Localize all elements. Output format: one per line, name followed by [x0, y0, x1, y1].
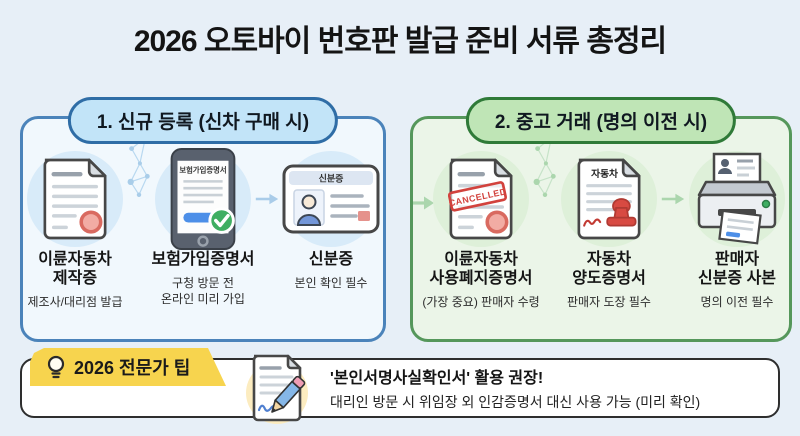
item-name: 판매자 신분증 사본 — [697, 251, 777, 287]
expert-tip-tab: 2026 전문가 팁 — [30, 348, 226, 386]
printer-icon — [697, 152, 777, 245]
tip-headline: '본인서명사실확인서' 활용 권장! — [330, 370, 544, 387]
item-name: 신분증 — [308, 251, 354, 268]
panel-used-trade-header: 2. 중고 거래 (명의 이전 시) — [465, 97, 737, 144]
stamped-doc-icon: 자동차 — [577, 158, 641, 240]
item-seller-id-copy: 판매자 신분증 사본 명의 이전 필수 — [685, 147, 789, 310]
panel-new-registration-header: 1. 신규 등록 (신차 구매 시) — [67, 97, 339, 144]
check-badge-icon — [208, 207, 235, 234]
panel-new-registration-items: 이륜자동차 제작증 제조사/대리점 발급 — [23, 119, 383, 310]
svg-text:보험가입증명서: 보험가입증명서 — [179, 166, 226, 175]
panel-used-trade-items: CANCELLED 이륜자동차 사용폐지증명서 (가장 중요) 판매자 수령 — [413, 119, 789, 310]
panel-new-registration: 1. 신규 등록 (신차 구매 시) — [20, 97, 386, 342]
rubber-stamp-icon — [606, 198, 637, 227]
panel-used-trade: 2. 중고 거래 (명의 이전 시) — [410, 97, 792, 342]
expert-tip-bar: 2026 전문가 팁 '본인서명사실확인서' 활용 권장! 대리인 방문 시 위… — [20, 358, 780, 424]
phone-insurance-icon: 보험가입증명서 — [170, 148, 236, 250]
svg-text:자동차: 자동차 — [591, 167, 618, 180]
arrow-right-icon — [255, 191, 279, 207]
item-note: 판매자 도장 필수 — [567, 294, 651, 309]
panels-row: 1. 신규 등록 (신차 구매 시) — [0, 97, 800, 342]
item-note: 명의 이전 필수 — [700, 294, 774, 309]
item-name: 보험가입증명서 — [151, 251, 255, 268]
item-manufacture-cert: 이륜자동차 제작증 제조사/대리점 발급 — [23, 147, 127, 310]
id-card-icon: 신분증 — [282, 164, 380, 234]
item-id-card: 신분증 신분증 본인 확인 필수 — [279, 147, 383, 291]
expert-tip-text: '본인서명사실확인서' 활용 권장! 대리인 방문 시 위임장 외 인감증명서 … — [330, 364, 700, 412]
expert-tip-tab-label: 2026 전문가 팁 — [74, 358, 191, 378]
document-seal-icon — [43, 158, 107, 240]
item-transfer-cert: 자동차 자동차 양도증명서 — [557, 147, 661, 310]
item-note: (가장 중요) 판매자 수령 — [422, 294, 540, 309]
page-title: 2026 오토바이 번호판 발급 준비 서류 총정리 — [133, 25, 667, 58]
item-name: 이륜자동차 사용폐지증명서 — [429, 251, 533, 287]
svg-text:신분증: 신분증 — [319, 173, 344, 184]
lightbulb-icon — [46, 355, 66, 379]
arrow-right-icon — [661, 191, 685, 207]
item-deregistration-cert: CANCELLED 이륜자동차 사용폐지증명서 (가장 중요) 판매자 수령 — [422, 147, 540, 310]
item-name: 자동차 양도증명서 — [572, 251, 646, 287]
arrow-right-icon — [413, 195, 434, 216]
cancelled-doc-icon: CANCELLED — [447, 158, 513, 240]
item-insurance-cert: 보험가입증명서 보험가입증명서 구청 — [151, 147, 255, 307]
item-name: 이륜자동차 제작증 — [38, 251, 112, 287]
item-note: 제조사/대리점 발급 — [27, 294, 123, 309]
item-note: 본인 확인 필수 — [294, 275, 368, 290]
item-note: 구청 방문 전 온라인 미리 가입 — [161, 275, 245, 307]
tip-detail: 대리인 방문 시 위임장 외 인감증명서 대신 사용 가능 (미리 확인) — [330, 394, 701, 410]
signed-doc-pencil-icon — [242, 350, 314, 428]
